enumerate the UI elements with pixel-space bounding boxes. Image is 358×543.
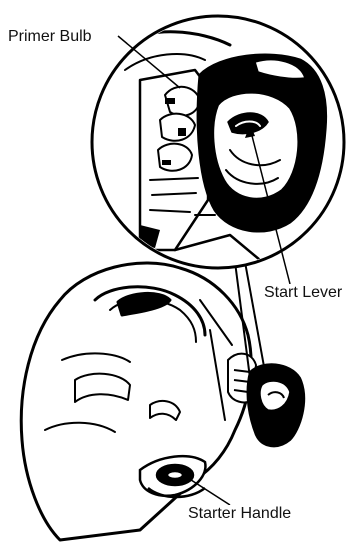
engine-housing [21,263,251,540]
starter-handle-label: Starter Handle [186,505,293,523]
zoom-detail-circle [92,16,344,268]
primer-bulb-label: Primer Bulb [6,28,94,46]
starter-handle-leader [188,478,230,505]
start-lever-label: Start Lever [262,284,344,302]
lever-housing-small [248,364,305,446]
